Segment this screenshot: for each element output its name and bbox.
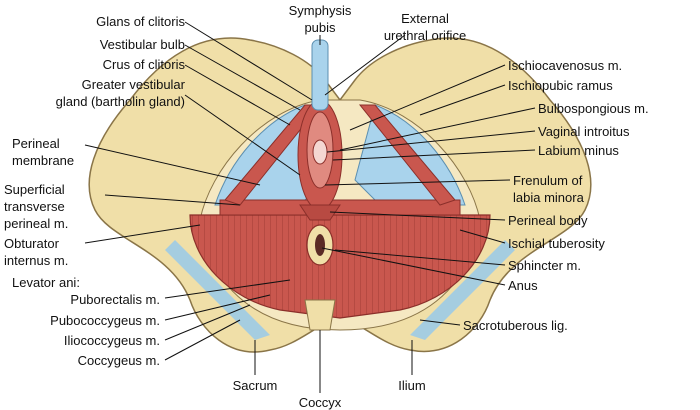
label-frenulum-2: labia minora xyxy=(513,190,584,205)
label-glans-clitoris: Glans of clitoris xyxy=(96,14,185,29)
label-crus-clitoris: Crus of clitoris xyxy=(102,57,185,72)
label-coccygeus: Coccygeus m. xyxy=(77,353,160,368)
symphysis-shape xyxy=(311,39,329,111)
label-anus: Anus xyxy=(508,278,538,293)
label-ischial-tuberosity: Ischial tuberosity xyxy=(508,236,605,251)
label-symphysis-2: pubis xyxy=(304,20,336,35)
label-sacrotuberous: Sacrotuberous lig. xyxy=(463,318,568,333)
label-symphysis-1: Symphysis xyxy=(288,3,352,18)
coccyx-shape xyxy=(304,299,336,331)
label-ilium: Ilium xyxy=(398,378,426,393)
sacrotuberous-right xyxy=(410,240,515,340)
label-perineal-membrane-2: membrane xyxy=(12,153,75,168)
label-sphincter: Sphincter m. xyxy=(508,258,581,273)
label-vestibular-bulb: Vestibular bulb xyxy=(99,37,185,52)
label-sacrum: Sacrum xyxy=(232,378,278,393)
label-bulbospongious: Bulbospongious m. xyxy=(538,101,649,116)
label-superficial-1: Superficial xyxy=(4,182,65,197)
label-obturator-2: internus m. xyxy=(4,253,69,268)
label-ischiopubic: Ischiopubic ramus xyxy=(508,78,613,93)
leader-lines xyxy=(84,21,536,393)
label-perineal-body: Perineal body xyxy=(508,213,588,228)
label-labium-minus: Labium minus xyxy=(538,143,619,158)
levator-ani-shape xyxy=(189,214,491,319)
label-vaginal-introitus: Vaginal introitus xyxy=(538,124,630,139)
label-greater-vestibular-2: gland (bartholin gland) xyxy=(55,94,185,109)
label-greater-vestibular-1: Greater vestibular xyxy=(81,77,185,92)
superficial-transverse-shape xyxy=(219,199,461,216)
label-external-urethral-2: urethral orifice xyxy=(383,28,467,43)
label-coccyx: Coccyx xyxy=(298,395,342,410)
label-iliococcygeus: Iliococcygeus m. xyxy=(63,333,160,348)
ischiocavernosus-right xyxy=(358,104,456,206)
label-external-urethral-1: External xyxy=(401,11,449,26)
label-frenulum-1: Frenulum of xyxy=(513,173,583,188)
anus-shape xyxy=(315,234,325,256)
label-levator-ani: Levator ani: xyxy=(12,275,80,290)
label-puborectalis: Puborectalis m. xyxy=(70,292,160,307)
label-ischiocavernosus: Ischiocavenosus m. xyxy=(508,58,623,73)
vaginal-introitus-shape xyxy=(312,139,328,165)
label-superficial-3: perineal m. xyxy=(4,216,69,231)
perineal-body-shape xyxy=(299,204,341,221)
label-obturator-1: Obturator xyxy=(4,236,59,251)
label-pubococcygeus: Pubococcygeus m. xyxy=(50,313,160,328)
label-perineal-membrane-1: Perineal xyxy=(12,136,60,151)
label-superficial-2: transverse xyxy=(4,199,65,214)
